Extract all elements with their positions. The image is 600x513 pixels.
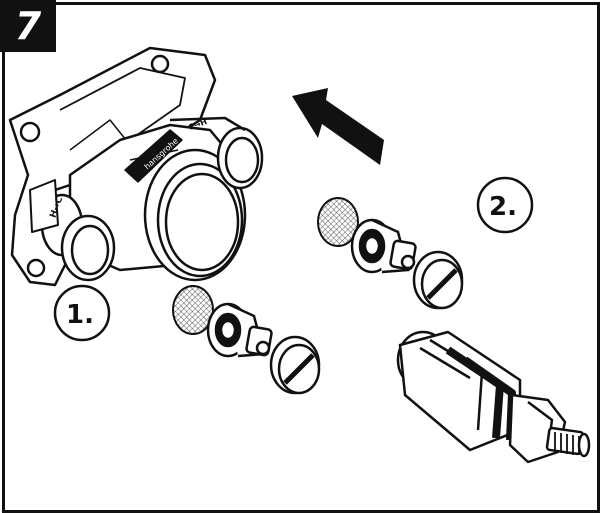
direction-arrow: [292, 88, 384, 165]
callout-2-label: 2.: [489, 192, 517, 222]
valve-body: H→C hansgrohe C→H: [8, 46, 264, 287]
upper-screw-cap: [412, 250, 464, 310]
thermostatic-cartridge: [396, 330, 591, 464]
lower-filter-screen: [172, 285, 214, 335]
lower-screw-cap: [269, 335, 321, 395]
lower-check-valve: [206, 302, 273, 358]
callout-2: 2.: [476, 176, 534, 234]
callout-1-label: 1.: [66, 300, 94, 330]
upper-check-valve: [350, 218, 417, 274]
callout-1: 1.: [53, 284, 111, 342]
upper-filter-screen: [317, 197, 359, 247]
step-number-badge: 7: [0, 0, 56, 52]
